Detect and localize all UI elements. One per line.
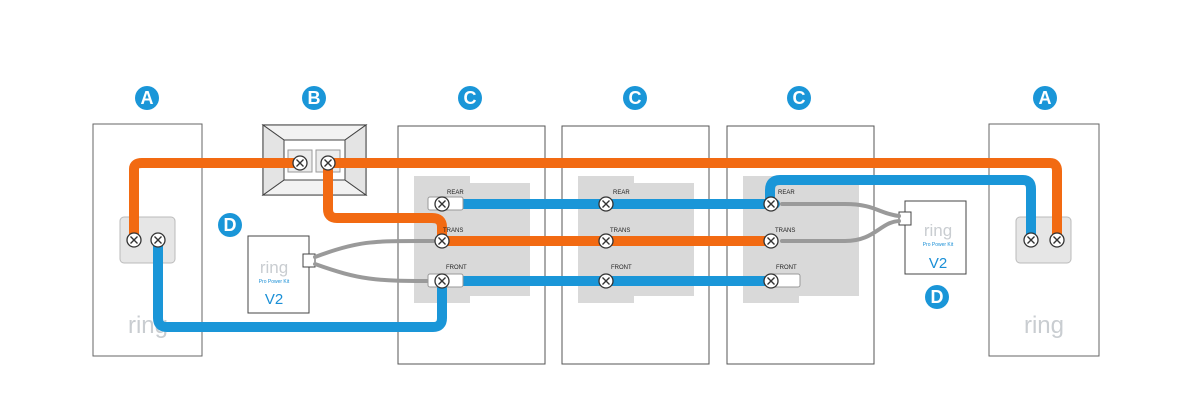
- chime-2-terminals: REAR TRANS FRONT: [610, 190, 632, 271]
- screw-icon: [292, 155, 308, 171]
- chime-1-trans-label: TRANS: [443, 228, 463, 234]
- orange-wires: [129, 158, 1062, 246]
- svg-text:D: D: [931, 287, 944, 307]
- label-a-right: A: [1033, 86, 1057, 110]
- screw-icon: [763, 233, 779, 249]
- svg-text:B: B: [308, 88, 321, 108]
- svg-text:A: A: [1039, 88, 1052, 108]
- screw-icon: [1023, 232, 1039, 248]
- chime-2-rear-label: REAR: [613, 190, 630, 196]
- screw-icon: [763, 273, 779, 289]
- kit-logo-left: ring: [260, 258, 288, 277]
- screw-icon: [150, 232, 166, 248]
- gray-wires: [313, 202, 901, 283]
- label-d-left: D: [218, 213, 242, 237]
- screw-icon: [598, 273, 614, 289]
- screw-icon: [434, 196, 450, 212]
- chime-3-front-label: FRONT: [776, 265, 797, 271]
- kit-logo-right: ring: [924, 221, 952, 240]
- chime-3-trans-label: TRANS: [775, 228, 795, 234]
- doorbell-logo-right: ring: [1024, 312, 1064, 339]
- chime-2-front-label: FRONT: [611, 265, 632, 271]
- chime-2-trans-label: TRANS: [610, 228, 630, 234]
- power-kit-left: ring Pro Power Kit V2: [247, 235, 316, 314]
- screw-icon: [126, 232, 142, 248]
- svg-text:C: C: [793, 88, 806, 108]
- chime-1-front-label: FRONT: [446, 265, 467, 271]
- label-c-1: C: [458, 86, 482, 110]
- screw-icon: [434, 273, 450, 289]
- screw-icon: [598, 196, 614, 212]
- label-c-2: C: [623, 86, 647, 110]
- chime-1-rear-label: REAR: [447, 190, 464, 196]
- svg-text:D: D: [224, 215, 237, 235]
- power-kit-right: ring Pro Power Kit V2: [898, 200, 967, 275]
- kit-version-left: V2: [265, 291, 283, 308]
- kit-name-left: Pro Power Kit: [259, 279, 290, 285]
- svg-text:A: A: [141, 88, 154, 108]
- screw-icon: [1049, 232, 1065, 248]
- label-a-left: A: [135, 86, 159, 110]
- svg-text:C: C: [464, 88, 477, 108]
- label-b: B: [302, 86, 326, 110]
- screw-terminals: [126, 155, 1065, 289]
- screw-icon: [763, 196, 779, 212]
- kit-name-right: Pro Power Kit: [923, 242, 954, 248]
- screw-icon: [598, 233, 614, 249]
- chime-3-rear-label: REAR: [778, 190, 795, 196]
- screw-icon: [434, 233, 450, 249]
- label-d-right: D: [925, 285, 949, 309]
- svg-text:C: C: [629, 88, 642, 108]
- screw-icon: [320, 155, 336, 171]
- label-c-3: C: [787, 86, 811, 110]
- kit-version-right: V2: [929, 255, 947, 272]
